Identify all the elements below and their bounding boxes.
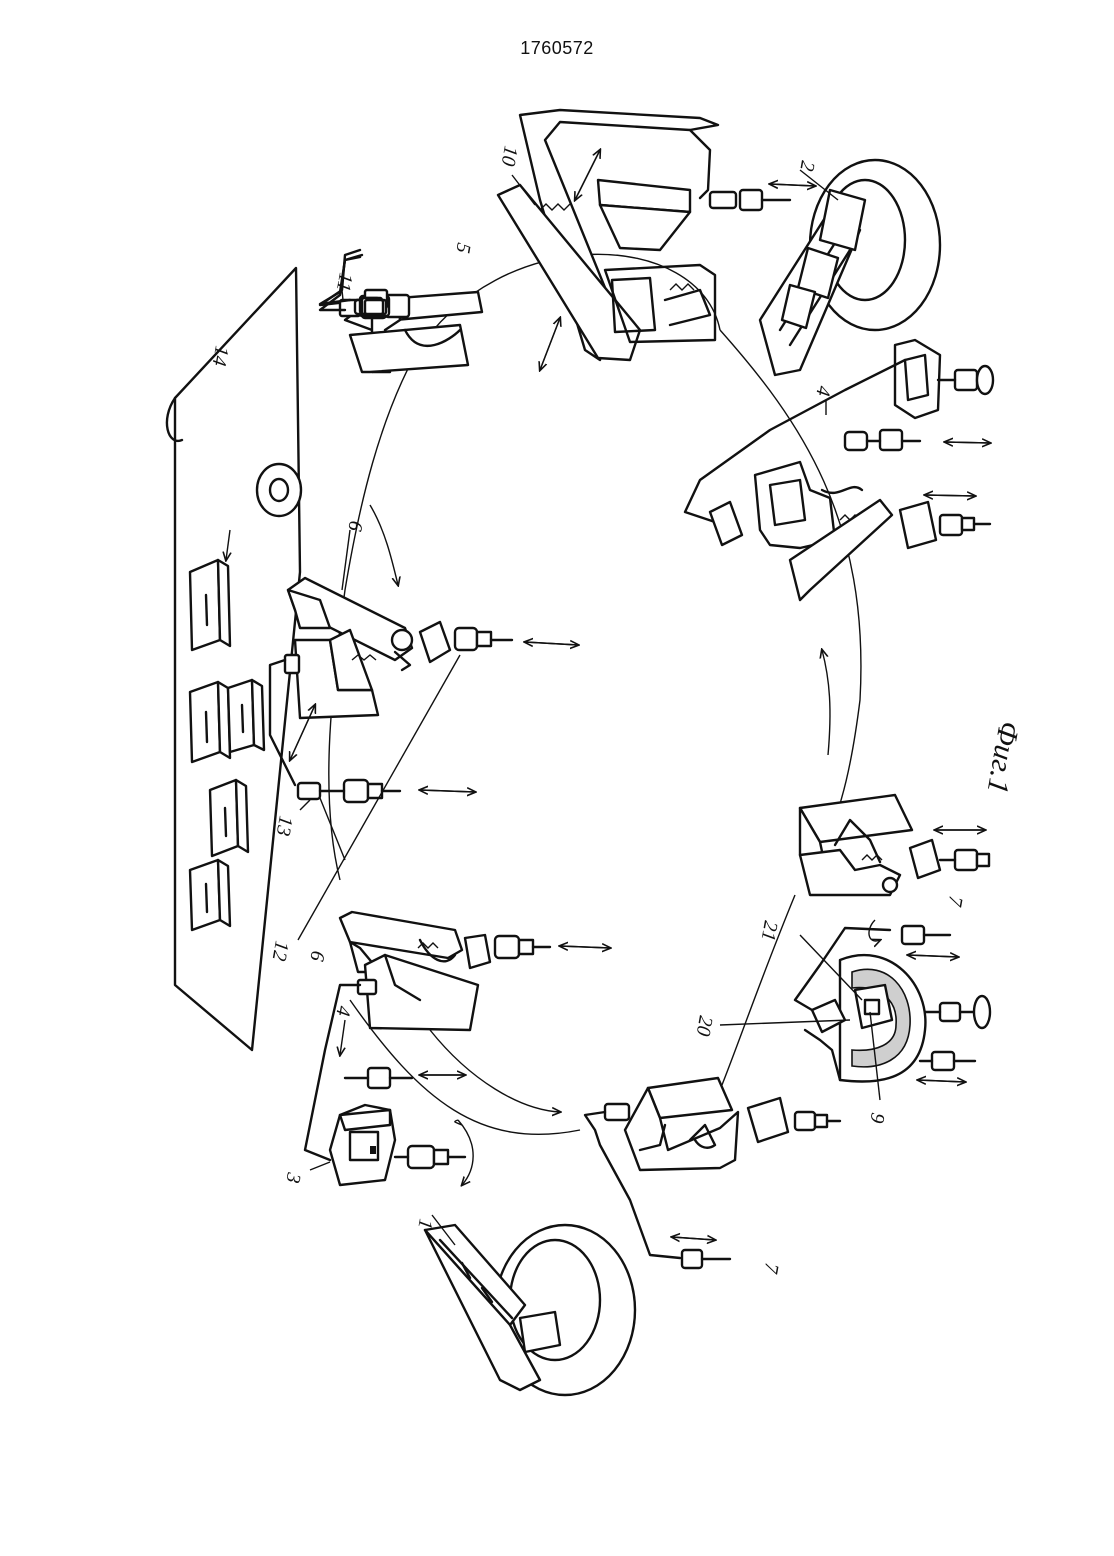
label-10: 10 <box>497 144 522 168</box>
magazine-1 <box>425 1225 635 1395</box>
label-13: 13 <box>272 814 297 838</box>
label-6-upper: 6 <box>343 519 366 533</box>
label-6-lower: 6 <box>305 949 328 963</box>
belt-box-4 <box>210 780 248 856</box>
label-1: 1 <box>413 1217 436 1231</box>
label-11: 11 <box>332 271 357 293</box>
label-3: 3 <box>281 1170 305 1185</box>
label-20: 20 <box>692 1014 717 1038</box>
station-orientation <box>795 920 990 1082</box>
station-bottom <box>585 1078 840 1268</box>
label-5: 5 <box>451 241 474 255</box>
label-9: 9 <box>865 1111 888 1125</box>
belt-box-5 <box>190 860 230 930</box>
belt-box-3 <box>228 680 264 752</box>
label-21: 21 <box>757 919 782 943</box>
figure-caption: Фиг.1 <box>980 719 1025 797</box>
label-4-left: 4 <box>331 1004 354 1018</box>
station-right-lower <box>800 795 989 895</box>
conveyor-belt <box>167 268 301 1050</box>
label-12: 12 <box>268 939 293 963</box>
belt-box-2 <box>190 682 230 762</box>
label-14: 14 <box>208 344 233 368</box>
label-7-right: 7 <box>943 894 967 909</box>
station-6-upper <box>285 530 578 718</box>
label-2: 2 <box>795 159 818 173</box>
station-right-middle <box>685 340 993 600</box>
station-6-lower <box>340 912 610 1030</box>
label-4-right: 4 <box>811 384 834 398</box>
label-7-bottom: 7 <box>759 1261 783 1276</box>
belt-box-1 <box>190 560 230 650</box>
